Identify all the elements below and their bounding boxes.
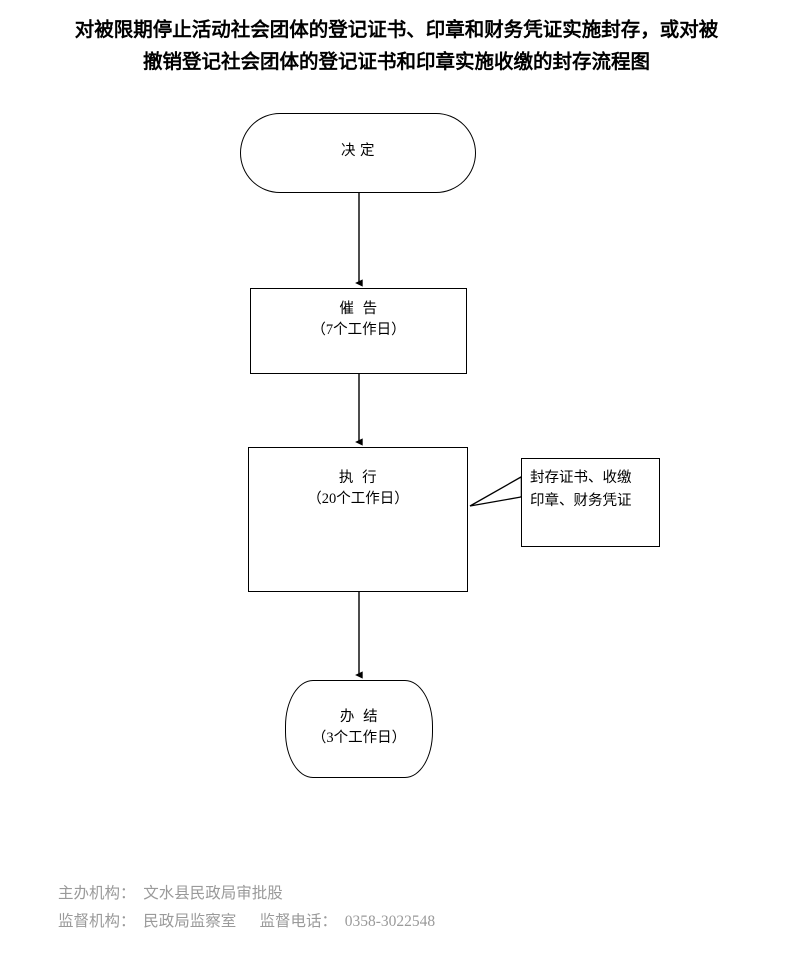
footer-host-organization: 主办机构： 文水县民政局审批股 xyxy=(58,885,283,902)
flow-node-urge[interactable]: 催 告 （7个工作日） xyxy=(250,288,467,374)
flow-note-exec-line-2: 印章、财务凭证 xyxy=(530,493,632,509)
callout-pointer-exec-note xyxy=(469,475,522,507)
flow-node-urge-duration: （7个工作日） xyxy=(311,322,406,338)
page-title-line-1: 对被限期停止活动社会团体的登记证书、印章和财务凭证实施封存，或对被 xyxy=(74,19,719,41)
footer: 主办机构： 文水县民政局审批股 监督机构： 民政局监察室 监督电话： 0358-… xyxy=(58,880,435,936)
page-title: 对被限期停止活动社会团体的登记证书、印章和财务凭证实施封存，或对被 撤销登记社会… xyxy=(0,14,793,78)
flow-node-done-label: 办 结 xyxy=(339,709,379,725)
flow-node-exec-duration: （20个工作日） xyxy=(307,491,409,507)
flow-node-done-duration: （3个工作日） xyxy=(311,730,407,746)
flow-node-exec[interactable]: 执 行 （20个工作日） xyxy=(248,447,468,592)
footer-supervision-organization: 监督机构： 民政局监察室 监督电话： 0358-3022548 xyxy=(58,913,436,930)
page-title-line-2: 撤销登记社会团体的登记证书和印章实施收缴的封存流程图 xyxy=(142,51,650,73)
flow-note-exec[interactable]: 封存证书、收缴 印章、财务凭证 xyxy=(521,458,660,547)
flow-node-decision-label: 决 定 xyxy=(340,142,376,159)
flow-node-decision[interactable]: 决 定 xyxy=(240,113,476,193)
flow-node-urge-label: 催 告 xyxy=(339,301,378,317)
flow-node-exec-label: 执 行 xyxy=(338,470,378,486)
flow-note-exec-line-1: 封存证书、收缴 xyxy=(530,470,632,486)
flow-node-done[interactable]: 办 结 （3个工作日） xyxy=(285,680,433,778)
